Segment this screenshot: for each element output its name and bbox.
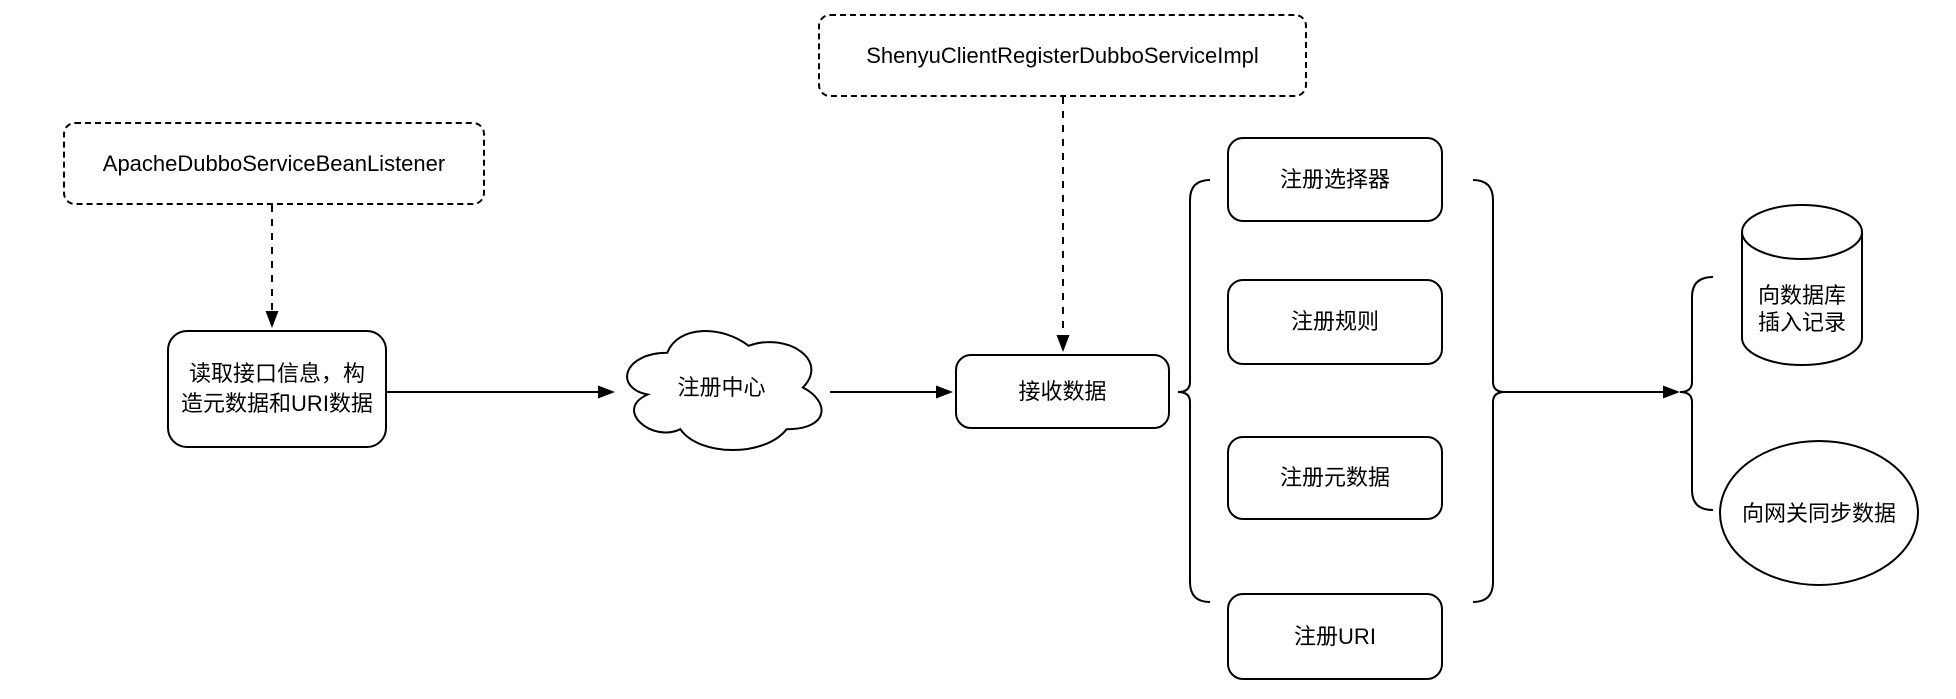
node-sync-gateway-label: 向网关同步数据 bbox=[1720, 442, 1918, 584]
node-register-selector: 注册选择器 bbox=[1227, 137, 1443, 222]
node-label: ApacheDubboServiceBeanListener bbox=[102, 150, 446, 176]
node-label-line1: 向数据库 bbox=[1757, 283, 1846, 308]
node-receive-data: 接收数据 bbox=[955, 354, 1170, 429]
arrowhead-registry-to-receive bbox=[936, 385, 953, 399]
node-label: ShenyuClientRegisterDubboServiceImpl bbox=[866, 42, 1259, 68]
node-register-uri: 注册URI bbox=[1227, 593, 1443, 680]
node-label: 注册URI bbox=[1294, 623, 1376, 649]
node-register-rule: 注册规则 bbox=[1227, 279, 1443, 365]
gateway-ellipse-shape bbox=[1719, 440, 1919, 586]
database-cylinder-top bbox=[1741, 204, 1863, 260]
node-shenyu-client-register-dubbo-service-impl: ShenyuClientRegisterDubboServiceImpl bbox=[818, 14, 1307, 97]
arrowhead-group-to-sink bbox=[1663, 385, 1680, 399]
node-label: 接收数据 bbox=[1018, 378, 1107, 404]
node-label-line2: 插入记录 bbox=[1757, 310, 1846, 335]
database-cylinder-shape bbox=[1741, 232, 1863, 366]
node-label: 注册元数据 bbox=[1279, 465, 1390, 490]
bracket-left bbox=[1177, 179, 1211, 603]
node-apache-dubbo-service-bean-listener: ApacheDubboServiceBeanListener bbox=[63, 122, 485, 205]
node-label: 向网关同步数据 bbox=[1741, 500, 1896, 526]
node-label-line1: 读取接口信息，构 bbox=[188, 361, 365, 386]
bracket-right bbox=[1472, 179, 1506, 603]
node-label: 注册选择器 bbox=[1279, 166, 1390, 192]
brace-sink-group bbox=[1679, 276, 1714, 511]
arrowhead-listener bbox=[265, 311, 279, 328]
node-insert-database-label: 向数据库 插入记录 bbox=[1742, 259, 1862, 359]
node-label: 注册中心 bbox=[677, 375, 766, 400]
cloud-shape bbox=[626, 329, 823, 452]
node-register-metadata: 注册元数据 bbox=[1227, 436, 1443, 520]
node-read-interface-info: 读取接口信息，构 造元数据和URI数据 bbox=[167, 330, 387, 448]
arrowhead-register-impl bbox=[1056, 335, 1070, 352]
node-registry-center-label: 注册中心 bbox=[613, 318, 830, 457]
node-label: 注册规则 bbox=[1290, 309, 1379, 334]
node-label-line2: 造元数据和URI数据 bbox=[181, 391, 373, 416]
arrowhead-read-to-registry bbox=[598, 385, 615, 399]
